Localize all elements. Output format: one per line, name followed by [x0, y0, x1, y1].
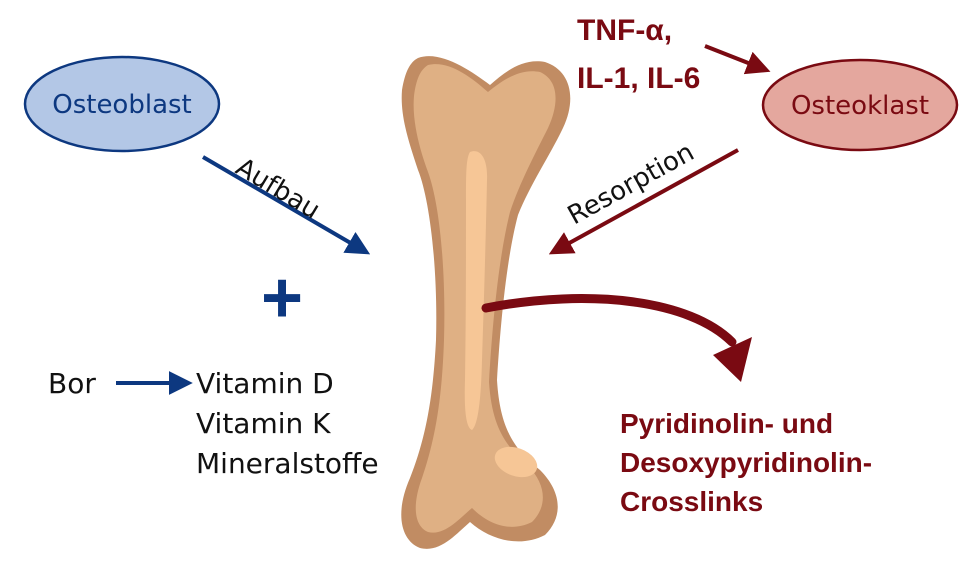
osteoklast-ellipse: [761, 58, 959, 152]
cytokine-label-line1: TNF-α,: [577, 14, 672, 47]
vitamin-k-label: Vitamin K: [196, 407, 331, 440]
osteoklast-label: Osteoklast: [791, 91, 929, 121]
crosslinks-arrowhead: [713, 337, 752, 382]
osteoklast-node: Osteoklast: [761, 58, 959, 152]
cytokine-arrow: [704, 44, 771, 75]
aufbau-label: Aufbau: [230, 152, 325, 225]
cytokine-label-line2: IL-1, IL-6: [577, 62, 700, 95]
aufbau-arrow: [201, 155, 371, 255]
bor-label: Bor: [48, 367, 96, 400]
marker-label-line3: Crosslinks: [620, 486, 763, 517]
vitamin-d-label: Vitamin D: [196, 367, 334, 400]
mineralstoffe-label: Mineralstoffe: [196, 447, 379, 480]
plus-symbol: +: [261, 258, 303, 338]
bone-condyle-highlight: [494, 446, 538, 478]
bone-body: [413, 64, 556, 533]
osteoblast-node: Osteoblast: [23, 55, 221, 153]
resorption-arrow: [548, 148, 739, 255]
marker-label-line1: Pyridinolin- und: [620, 408, 833, 439]
bone-highlight: [464, 151, 488, 430]
osteoblast-label: Osteoblast: [52, 90, 192, 120]
bone-illustration: [401, 56, 571, 549]
marker-label-line2: Desoxypyridinolin-: [620, 447, 872, 478]
osteoblast-ellipse: [23, 55, 221, 153]
crosslinks-arrow: [481, 294, 737, 347]
